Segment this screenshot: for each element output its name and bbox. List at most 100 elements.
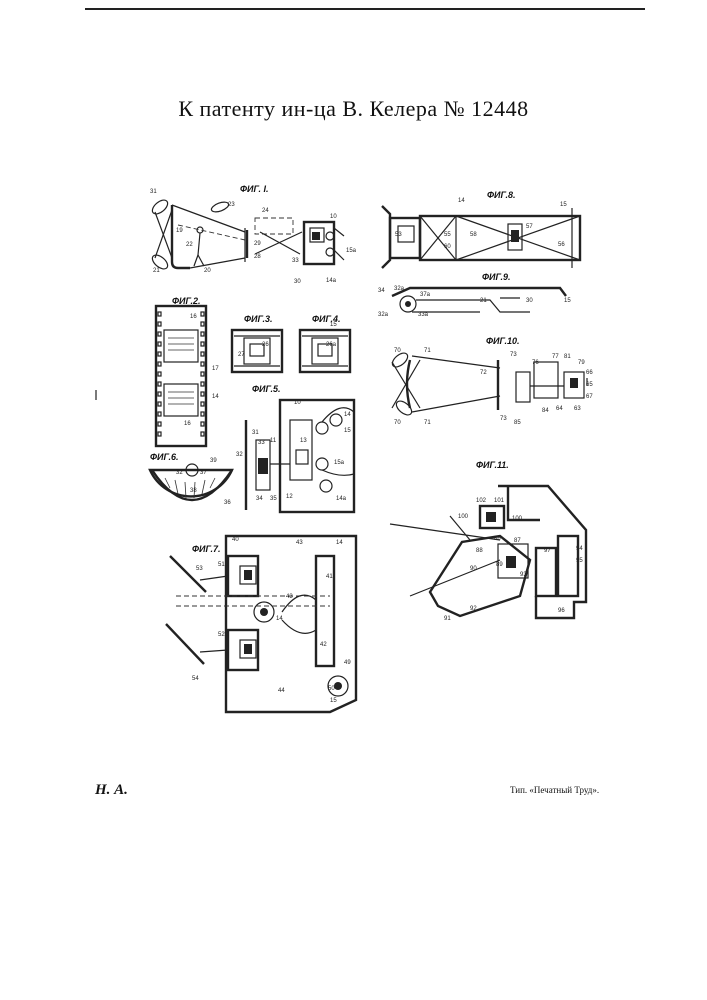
svg-text:14: 14 — [212, 394, 219, 400]
svg-text:12: 12 — [286, 494, 293, 500]
svg-text:86: 86 — [494, 536, 501, 542]
svg-text:52: 52 — [218, 632, 225, 638]
svg-text:28: 28 — [254, 254, 261, 260]
svg-text:29: 29 — [254, 241, 261, 247]
svg-text:95: 95 — [576, 558, 583, 564]
svg-text:38: 38 — [190, 488, 197, 494]
fig-3-drawing: 26 27 — [232, 330, 282, 372]
svg-text:19: 19 — [176, 228, 183, 234]
svg-text:20: 20 — [204, 268, 211, 274]
fig-11-drawing: 102 101 100 100 86 87 97 88 90 89 94 95 … — [390, 486, 586, 622]
svg-text:84: 84 — [542, 408, 549, 414]
svg-text:70: 70 — [394, 420, 401, 426]
svg-text:87: 87 — [514, 538, 521, 544]
svg-text:15: 15 — [344, 428, 351, 434]
svg-text:34: 34 — [378, 288, 385, 294]
fig-4-drawing: 15 26a — [300, 322, 350, 372]
svg-text:16: 16 — [184, 421, 191, 427]
svg-text:31: 31 — [150, 189, 157, 195]
svg-text:72: 72 — [480, 370, 487, 376]
svg-text:40: 40 — [232, 537, 239, 543]
svg-text:93: 93 — [520, 572, 527, 578]
svg-text:33: 33 — [258, 440, 265, 446]
svg-text:44: 44 — [278, 688, 285, 694]
svg-text:67: 67 — [586, 394, 593, 400]
svg-text:91: 91 — [444, 616, 451, 622]
svg-text:15: 15 — [564, 298, 571, 304]
svg-text:51: 51 — [218, 562, 225, 568]
svg-text:15a: 15a — [346, 248, 357, 254]
svg-text:42: 42 — [320, 642, 327, 648]
svg-text:73: 73 — [500, 416, 507, 422]
svg-text:34: 34 — [256, 496, 263, 502]
svg-text:58: 58 — [470, 232, 477, 238]
svg-text:79: 79 — [578, 360, 585, 366]
svg-text:32a: 32a — [378, 312, 389, 318]
footer-initials: Н. А. — [95, 782, 128, 799]
svg-text:90: 90 — [470, 566, 477, 572]
svg-text:10: 10 — [294, 400, 301, 406]
svg-text:14: 14 — [336, 540, 343, 546]
fig-8-drawing: 14 15 53 55 60 58 57 56 — [382, 198, 580, 268]
svg-text:36: 36 — [224, 500, 231, 506]
svg-text:53: 53 — [196, 566, 203, 572]
svg-text:97: 97 — [544, 548, 551, 554]
svg-text:102: 102 — [476, 498, 487, 504]
fig-9-drawing: 34 32a 37a 32a 33a 21 30 15 — [378, 286, 571, 318]
fig-2-drawing: 16 17 14 16 — [156, 306, 219, 446]
fig-1-drawing: 31 23 19 22 21 20 24 29 28 33 30 10 15a … — [150, 189, 357, 285]
svg-text:43: 43 — [286, 594, 293, 600]
svg-text:89: 89 — [496, 562, 503, 568]
svg-text:15: 15 — [330, 698, 337, 704]
svg-text:16: 16 — [190, 314, 197, 320]
svg-text:43: 43 — [296, 540, 303, 546]
svg-text:22: 22 — [186, 242, 193, 248]
svg-text:63: 63 — [574, 406, 581, 412]
svg-text:39: 39 — [210, 458, 217, 464]
svg-text:27: 27 — [238, 352, 245, 358]
fig-5-drawing: 10 14 15 31 32 33 11 13 15a 14a 34 35 12 — [236, 400, 354, 512]
svg-text:14a: 14a — [336, 496, 347, 502]
svg-text:35: 35 — [270, 496, 277, 502]
svg-text:55: 55 — [444, 232, 451, 238]
svg-text:15: 15 — [560, 202, 567, 208]
svg-text:21: 21 — [480, 298, 487, 304]
svg-text:49: 49 — [344, 660, 351, 666]
svg-text:81: 81 — [564, 354, 571, 360]
svg-text:71: 71 — [424, 420, 431, 426]
svg-text:77: 77 — [552, 354, 559, 360]
fig-6-drawing: 32 37 39 38 36 — [150, 458, 232, 506]
svg-text:70: 70 — [394, 348, 401, 354]
svg-text:32: 32 — [176, 470, 183, 476]
svg-text:41: 41 — [326, 574, 333, 580]
svg-text:54: 54 — [192, 676, 199, 682]
svg-text:37a: 37a — [420, 292, 431, 298]
svg-text:92: 92 — [470, 606, 477, 612]
svg-text:14: 14 — [276, 616, 283, 622]
svg-text:15a: 15a — [334, 460, 345, 466]
svg-text:21: 21 — [153, 268, 160, 274]
svg-text:66: 66 — [586, 370, 593, 376]
svg-text:14: 14 — [344, 412, 351, 418]
svg-text:33: 33 — [292, 258, 299, 264]
svg-text:94: 94 — [576, 546, 583, 552]
svg-text:17: 17 — [212, 366, 219, 372]
fig-10-drawing: 70 71 70 71 72 73 76 77 81 79 66 65 67 6… — [390, 348, 593, 426]
svg-text:57: 57 — [526, 224, 533, 230]
svg-text:30: 30 — [294, 279, 301, 285]
svg-text:100: 100 — [458, 514, 469, 520]
svg-text:33a: 33a — [418, 312, 429, 318]
svg-text:73: 73 — [510, 352, 517, 358]
svg-text:96: 96 — [558, 608, 565, 614]
svg-text:32a: 32a — [394, 286, 405, 292]
svg-text:88: 88 — [476, 548, 483, 554]
svg-text:64: 64 — [556, 406, 563, 412]
svg-text:14: 14 — [458, 198, 465, 204]
svg-text:32: 32 — [236, 452, 243, 458]
svg-text:31: 31 — [252, 430, 259, 436]
svg-text:56: 56 — [558, 242, 565, 248]
svg-text:71: 71 — [424, 348, 431, 354]
svg-text:50: 50 — [328, 686, 335, 692]
